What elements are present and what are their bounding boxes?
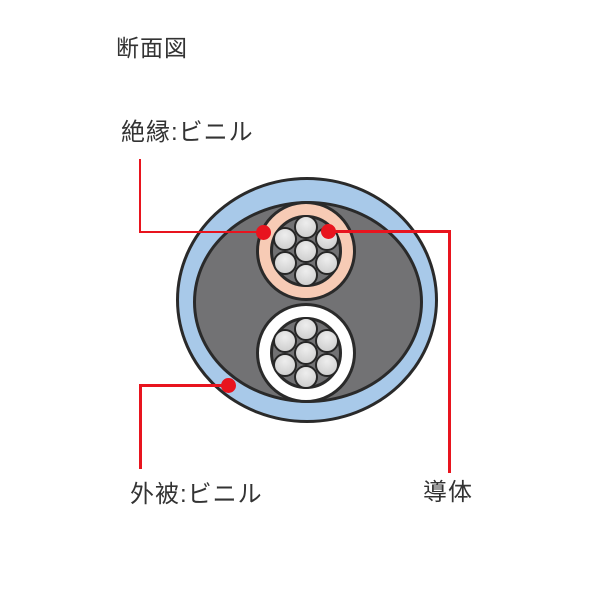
conductor-wire (294, 365, 318, 389)
insulation-leader-hline (139, 230, 264, 233)
sheath-leader-hline (140, 384, 229, 387)
conductor-wire (273, 227, 297, 251)
conductor-wire (294, 263, 318, 287)
page-title: 断面図 (116, 35, 188, 61)
core-insulation-pink (256, 201, 356, 301)
conductor-wire (273, 353, 297, 377)
core-conductor-area (270, 317, 342, 389)
insulation-label: 絶縁:ビニル (121, 119, 254, 146)
sheath-label: 外被:ビニル (130, 481, 263, 508)
core-insulation-white (256, 303, 356, 403)
conductor-wire (315, 353, 339, 377)
sheath-marker-dot (220, 377, 236, 393)
conductor-wire (273, 251, 297, 275)
conductor-wire (273, 329, 297, 353)
conductor-label: 導体 (423, 479, 473, 506)
conductor-wire (315, 329, 339, 353)
insulation-marker-dot (255, 224, 271, 240)
conductor-marker-dot (320, 223, 336, 239)
conductor-wire (294, 239, 318, 263)
core-conductor-area (270, 215, 342, 287)
conductor-wire (315, 251, 339, 275)
conductor-wire (294, 317, 318, 341)
conductor-wire (294, 341, 318, 365)
conductor-leader-hline (328, 230, 450, 233)
sheath-leader-vline (139, 384, 142, 469)
conductor-leader-vline (448, 230, 451, 473)
conductor-wire (294, 215, 318, 239)
insulation-leader-vline (139, 159, 141, 233)
